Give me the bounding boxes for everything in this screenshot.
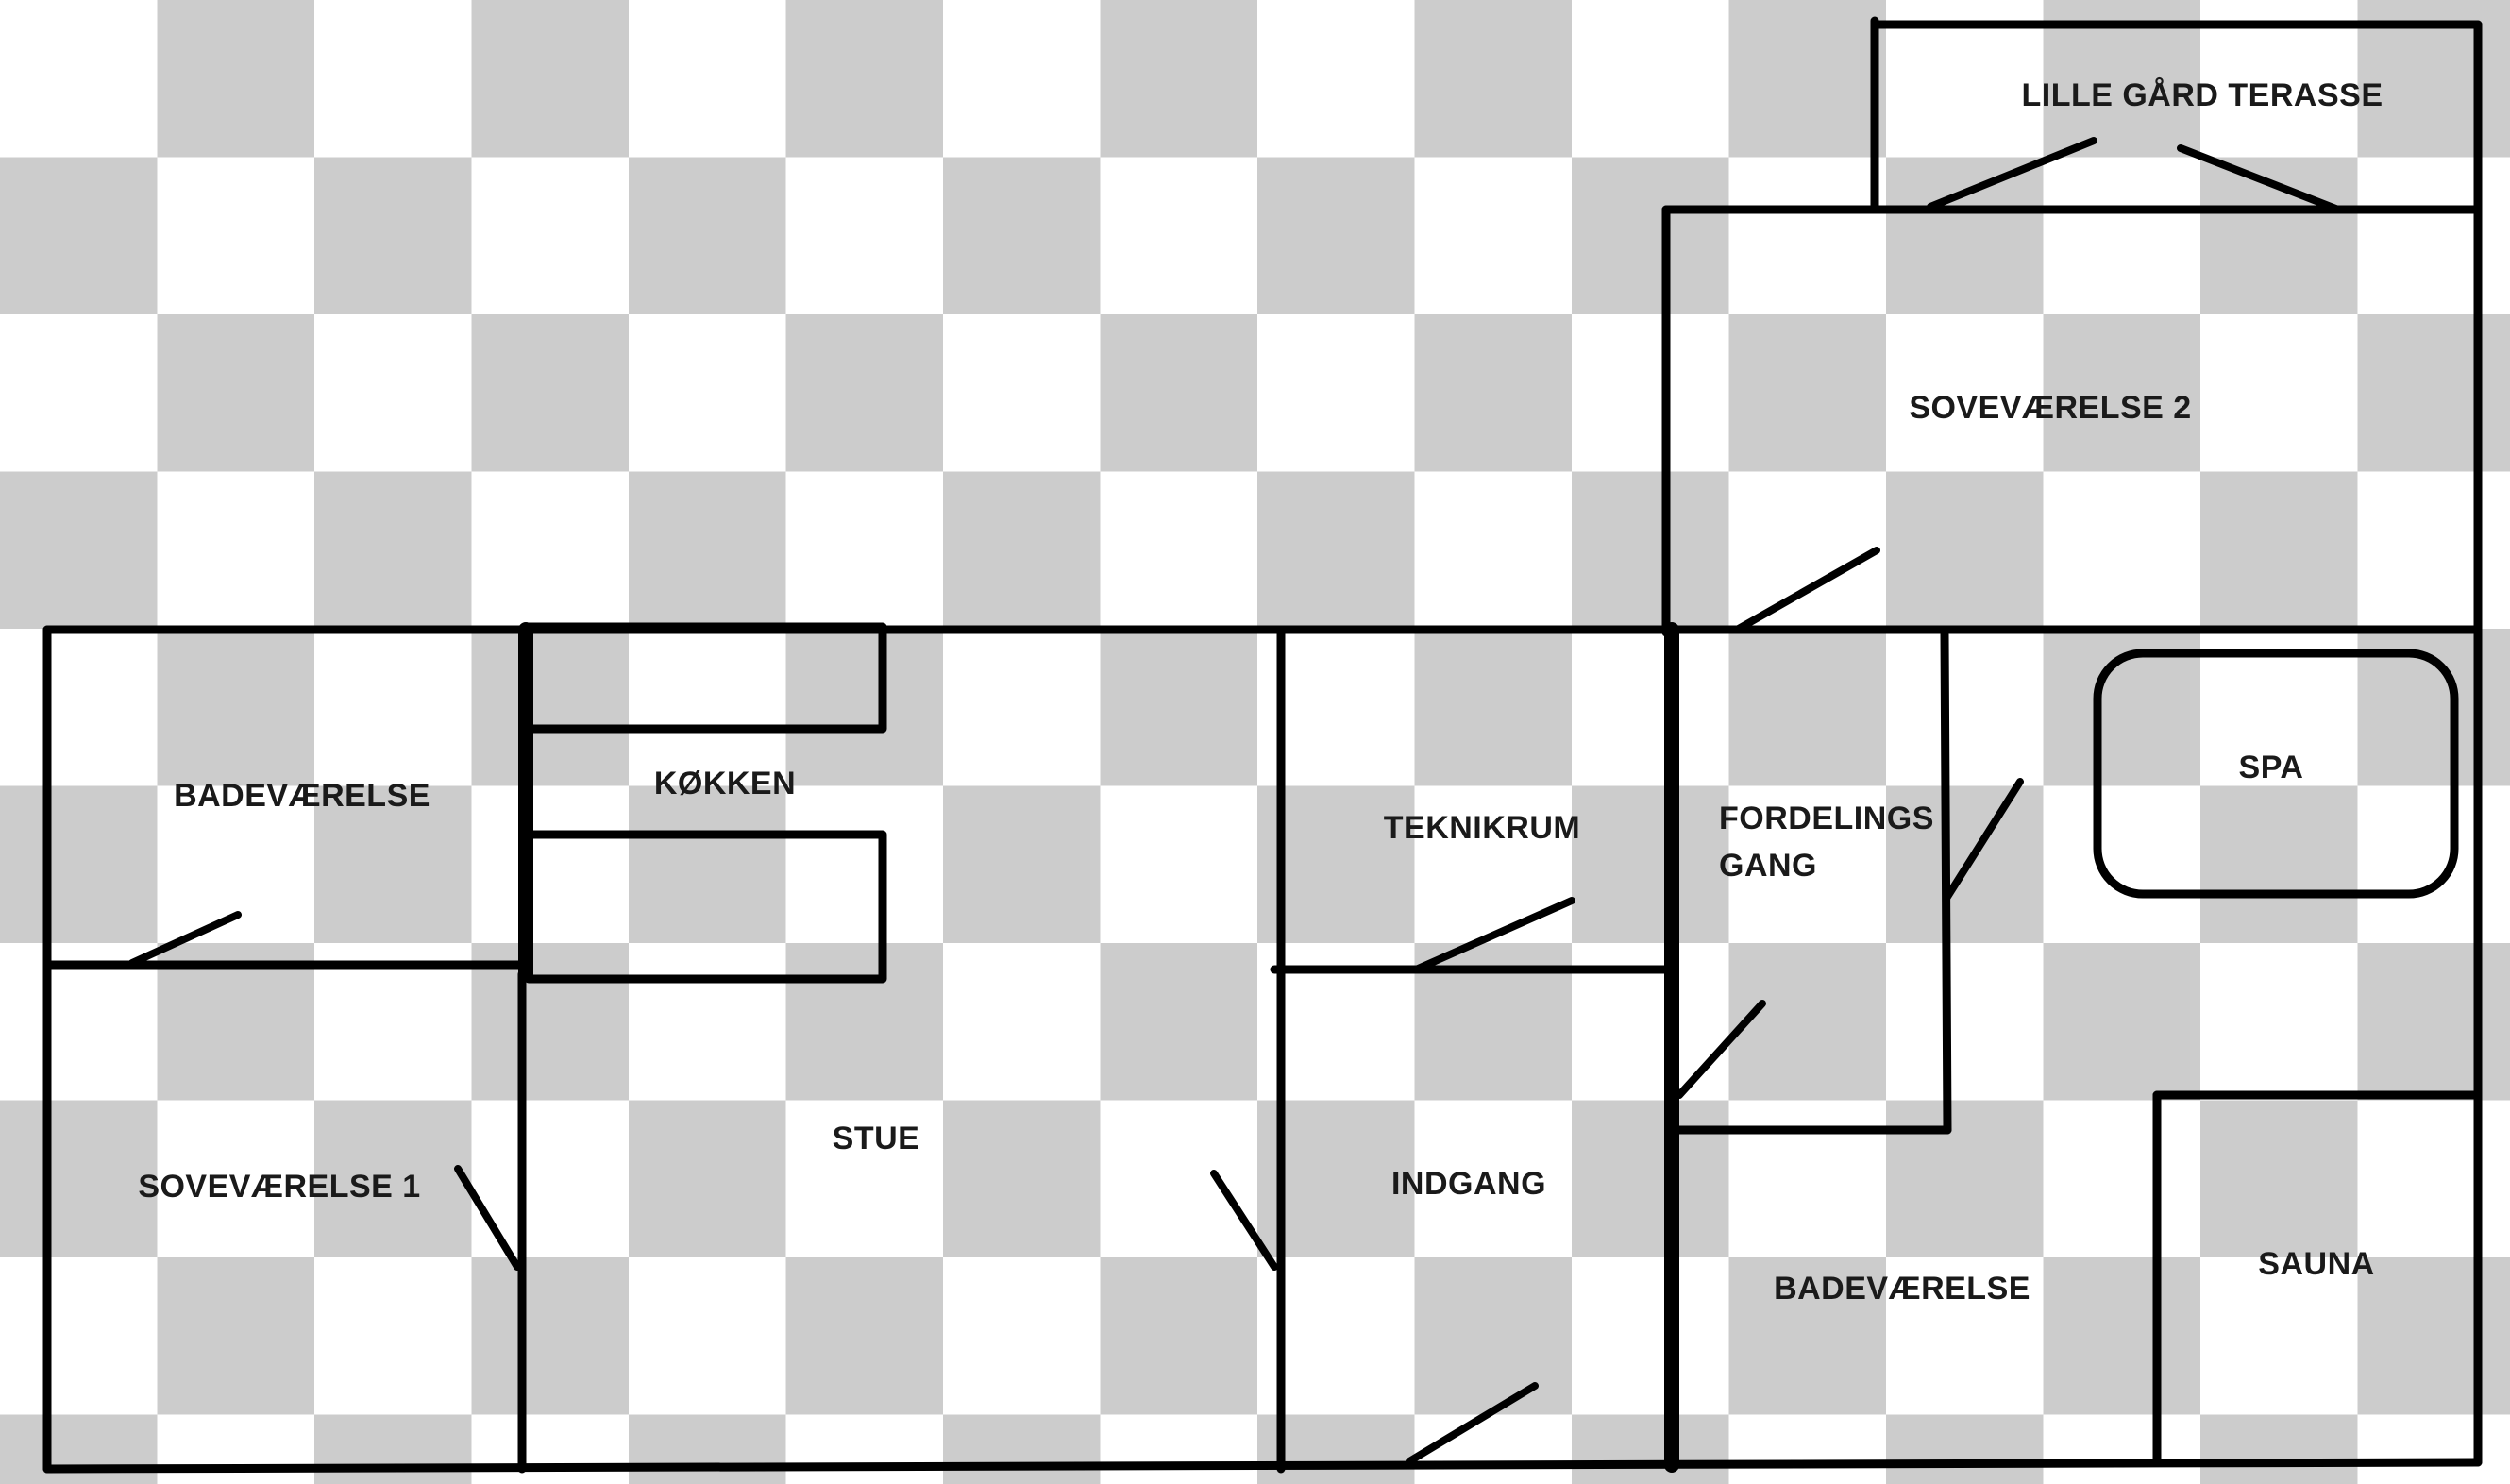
room-label-hallway-line2: GANG	[1719, 848, 1817, 884]
room-label-kitchen: KØKKEN	[654, 766, 796, 801]
bedroom-1-door	[454, 1165, 521, 1271]
room-label-bathroom-right: BADEVÆRELSE	[1774, 1271, 2030, 1307]
terrace-door-right	[2177, 144, 2342, 213]
room-label-bedroom-2: SOVEVÆRELSE 2	[1909, 390, 2191, 426]
spa-room-door	[1944, 778, 2024, 901]
hallway-door	[1676, 1000, 1766, 1099]
room-label-sauna: SAUNA	[2258, 1246, 2374, 1282]
spa-tub	[2093, 649, 2459, 899]
room-label-spa: SPA	[2239, 750, 2304, 785]
terrace-door-left	[1927, 137, 2097, 211]
kitchen-counter-bottom	[524, 830, 887, 984]
room-label-entrance: INDGANG	[1391, 1166, 1546, 1202]
room-label-hallway-line1: FORDELINGS	[1719, 801, 1934, 836]
terrace-walls	[1870, 16, 2483, 214]
room-label-technical-room: TEKNIKRUM	[1384, 810, 1580, 846]
room-label-bathroom-left: BADEVÆRELSE	[174, 778, 430, 814]
room-label-living-room: STUE	[833, 1121, 920, 1156]
technical-room-door	[1412, 897, 1575, 973]
entrance-door	[1406, 1382, 1539, 1465]
outer-walls	[42, 625, 2483, 1474]
bathroom-left-door	[128, 911, 242, 967]
living-room-door	[1210, 1170, 1278, 1271]
interior-walls	[42, 622, 2483, 1474]
room-label-bedroom-1: SOVEVÆRELSE 1	[138, 1169, 420, 1205]
kitchen-counter-top	[524, 622, 887, 734]
bedroom-2-walls	[1661, 205, 2483, 639]
room-label-terrace: LILLE GÅRD TERASSE	[2021, 77, 2383, 113]
bedroom-2-door	[1733, 547, 1880, 633]
